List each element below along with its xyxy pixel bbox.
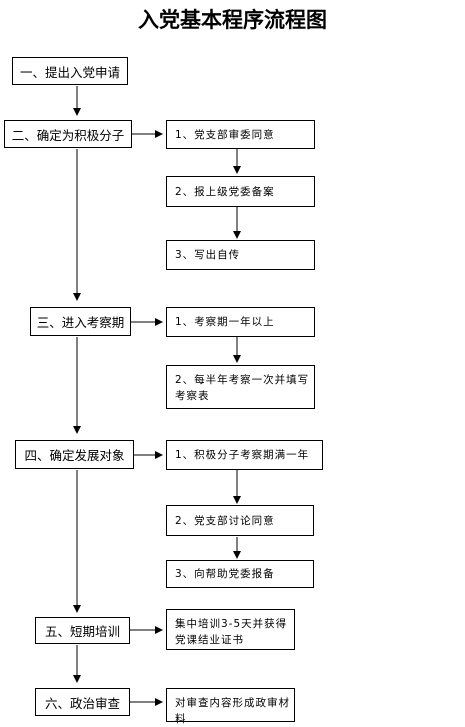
step-5-sub-1-label: 集中培训3-5天并获得党课结业证书 xyxy=(175,618,288,646)
step-3-label: 三、进入考察期 xyxy=(36,315,125,330)
page-title: 入党基本程序流程图 xyxy=(138,7,327,32)
step-5-sub-1-box: 集中培训3-5天并获得党课结业证书 xyxy=(166,609,295,650)
step-4-label: 四、确定发展对象 xyxy=(24,448,125,463)
step-6-sub-1-label: 对审查内容形成政审材料 xyxy=(175,697,290,725)
step-2-sub-3-label: 3、写出自传 xyxy=(175,249,241,261)
step-3-sub-1-label: 1、考察期一年以上 xyxy=(175,316,275,328)
step-4-sub-3-box: 3、向帮助党委报备 xyxy=(166,560,314,588)
step-4-sub-2-label: 2、党支部讨论同意 xyxy=(175,514,275,527)
step-4-sub-1-box: 1、积极分子考察期满一年 xyxy=(166,440,323,470)
step-2-sub-2-box: 2、报上级党委备案 xyxy=(166,176,315,207)
step-2-box: 二、确定为积极分子 xyxy=(4,120,132,148)
step-2-sub-2-label: 2、报上级党委备案 xyxy=(175,185,275,198)
step-4-sub-3-label: 3、向帮助党委报备 xyxy=(175,568,275,580)
step-1-label: 一、提出入党申请 xyxy=(19,64,120,80)
step-5-label: 五、短期培训 xyxy=(44,624,120,639)
step-3-sub-2-label: 2、每半年考察一次并填写考察表 xyxy=(175,374,310,402)
step-6-label: 六、政治审查 xyxy=(44,695,120,711)
step-4-sub-1-label: 1、积极分子考察期满一年 xyxy=(175,449,310,461)
step-4-sub-2-box: 2、党支部讨论同意 xyxy=(166,505,314,536)
step-3-sub-2-box: 2、每半年考察一次并填写考察表 xyxy=(166,365,315,409)
step-2-sub-1-box: 1、党支部审委同意 xyxy=(166,120,315,149)
step-3-sub-1-box: 1、考察期一年以上 xyxy=(166,307,315,337)
step-3-box: 三、进入考察期 xyxy=(30,307,131,336)
step-2-sub-3-box: 3、写出自传 xyxy=(166,240,315,270)
step-5-box: 五、短期培训 xyxy=(35,617,130,644)
step-4-box: 四、确定发展对象 xyxy=(15,440,134,469)
step-6-sub-1-box: 对审查内容形成政审材料 xyxy=(166,688,295,725)
step-2-sub-1-label: 1、党支部审委同意 xyxy=(175,128,275,141)
step-1-box: 一、提出入党申请 xyxy=(12,57,128,85)
step-2-label: 二、确定为积极分子 xyxy=(11,127,125,143)
step-6-box: 六、政治审查 xyxy=(35,688,130,716)
